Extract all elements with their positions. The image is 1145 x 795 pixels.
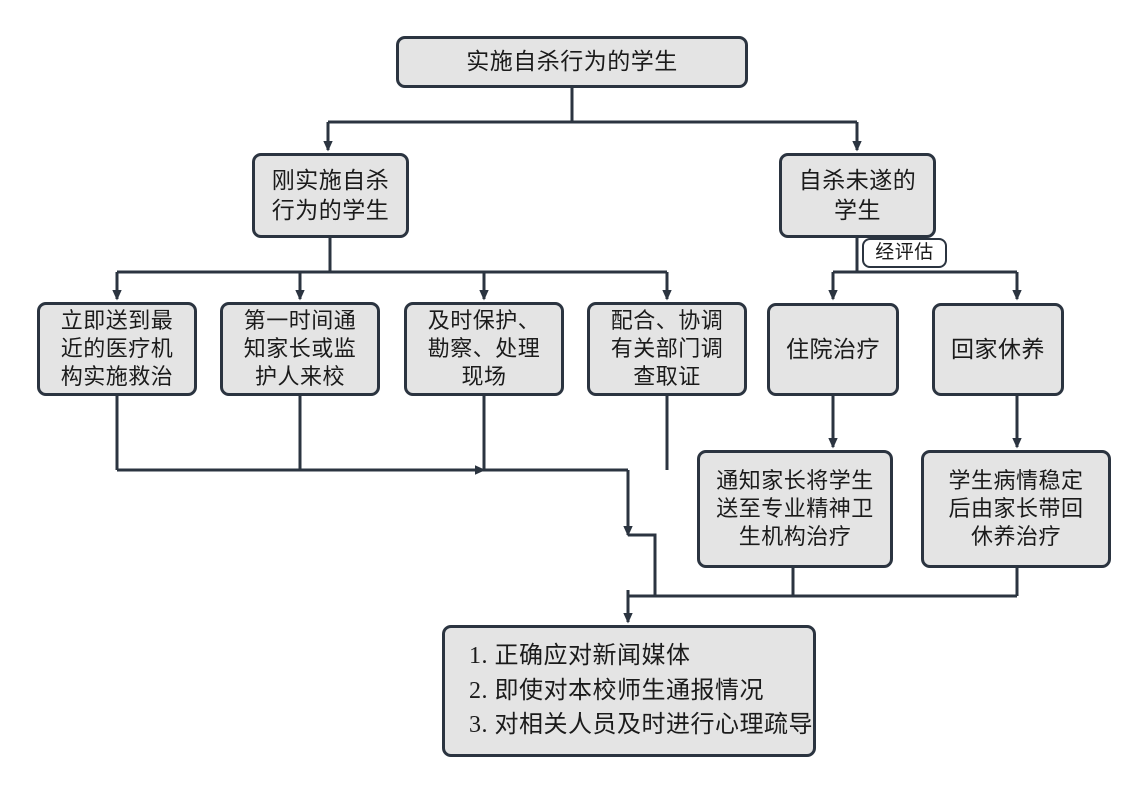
node-action-1-line1: 立即送到最 — [60, 307, 174, 333]
node-action-2[interactable]: 第一时间通 知家长或监 护人来校 — [220, 302, 380, 396]
node-action-1[interactable]: 立即送到最 近的医疗机 构实施救治 — [37, 302, 197, 396]
node-followup-hospital-line3: 生机构治疗 — [738, 524, 852, 550]
node-branch-left-line2: 行为的学生 — [271, 197, 390, 223]
node-root[interactable]: 实施自杀行为的学生 — [396, 36, 748, 88]
node-action-4-line1: 配合、协调 — [610, 307, 724, 333]
node-action-2-line3: 护人来校 — [254, 364, 345, 390]
node-summary[interactable]: 1. 正确应对新闻媒体 2. 即使对本校师生通报情况 3. 对相关人员及时进行心… — [442, 625, 816, 757]
node-branch-right-line2: 学生 — [834, 197, 881, 223]
node-followup-hospital-line2: 送至专业精神卫 — [716, 495, 874, 521]
node-action-3-line1: 及时保护、 — [427, 307, 541, 333]
node-branch-right[interactable]: 自杀未遂的 学生 — [779, 153, 936, 238]
edge-label-assess-text: 经评估 — [875, 241, 934, 263]
node-followup-home[interactable]: 学生病情稳定 后由家长带回 休养治疗 — [921, 450, 1111, 568]
node-action-3-line3: 现场 — [461, 364, 507, 390]
node-followup-home-line1: 学生病情稳定 — [948, 467, 1084, 493]
node-branch-left[interactable]: 刚实施自杀 行为的学生 — [252, 153, 409, 238]
node-option-hospital[interactable]: 住院治疗 — [767, 303, 899, 396]
node-option-home[interactable]: 回家休养 — [932, 303, 1064, 396]
node-action-4[interactable]: 配合、协调 有关部门调 查取证 — [587, 302, 747, 396]
edge-label-assess: 经评估 — [862, 238, 947, 268]
node-action-3-line2: 勘察、处理 — [427, 335, 541, 361]
node-branch-right-line1: 自杀未遂的 — [798, 168, 917, 194]
node-followup-hospital[interactable]: 通知家长将学生 送至专业精神卫 生机构治疗 — [697, 450, 893, 568]
node-action-4-line3: 查取证 — [633, 364, 701, 390]
node-action-2-line1: 第一时间通 — [243, 307, 357, 333]
node-action-1-line3: 构实施救治 — [60, 364, 174, 390]
node-followup-home-line2: 后由家长带回 — [948, 495, 1084, 521]
node-followup-hospital-line1: 通知家长将学生 — [716, 467, 874, 493]
node-root-label: 实施自杀行为的学生 — [466, 49, 678, 75]
edge-jog-to-summary — [628, 533, 657, 596]
node-option-home-label: 回家休养 — [951, 336, 1045, 362]
node-action-4-line2: 有关部门调 — [610, 335, 724, 361]
node-branch-left-line1: 刚实施自杀 — [271, 168, 390, 194]
node-action-3[interactable]: 及时保护、 勘察、处理 现场 — [404, 302, 564, 396]
node-option-hospital-label: 住院治疗 — [786, 336, 880, 362]
node-action-1-line2: 近的医疗机 — [60, 335, 174, 361]
node-summary-item-1: 1. 正确应对新闻媒体 — [469, 642, 691, 669]
node-action-2-line2: 知家长或监 — [243, 335, 357, 361]
node-summary-item-2: 2. 即使对本校师生通报情况 — [469, 677, 764, 704]
node-summary-item-3: 3. 对相关人员及时进行心理疏导 — [469, 712, 813, 739]
node-followup-home-line3: 休养治疗 — [970, 524, 1061, 550]
